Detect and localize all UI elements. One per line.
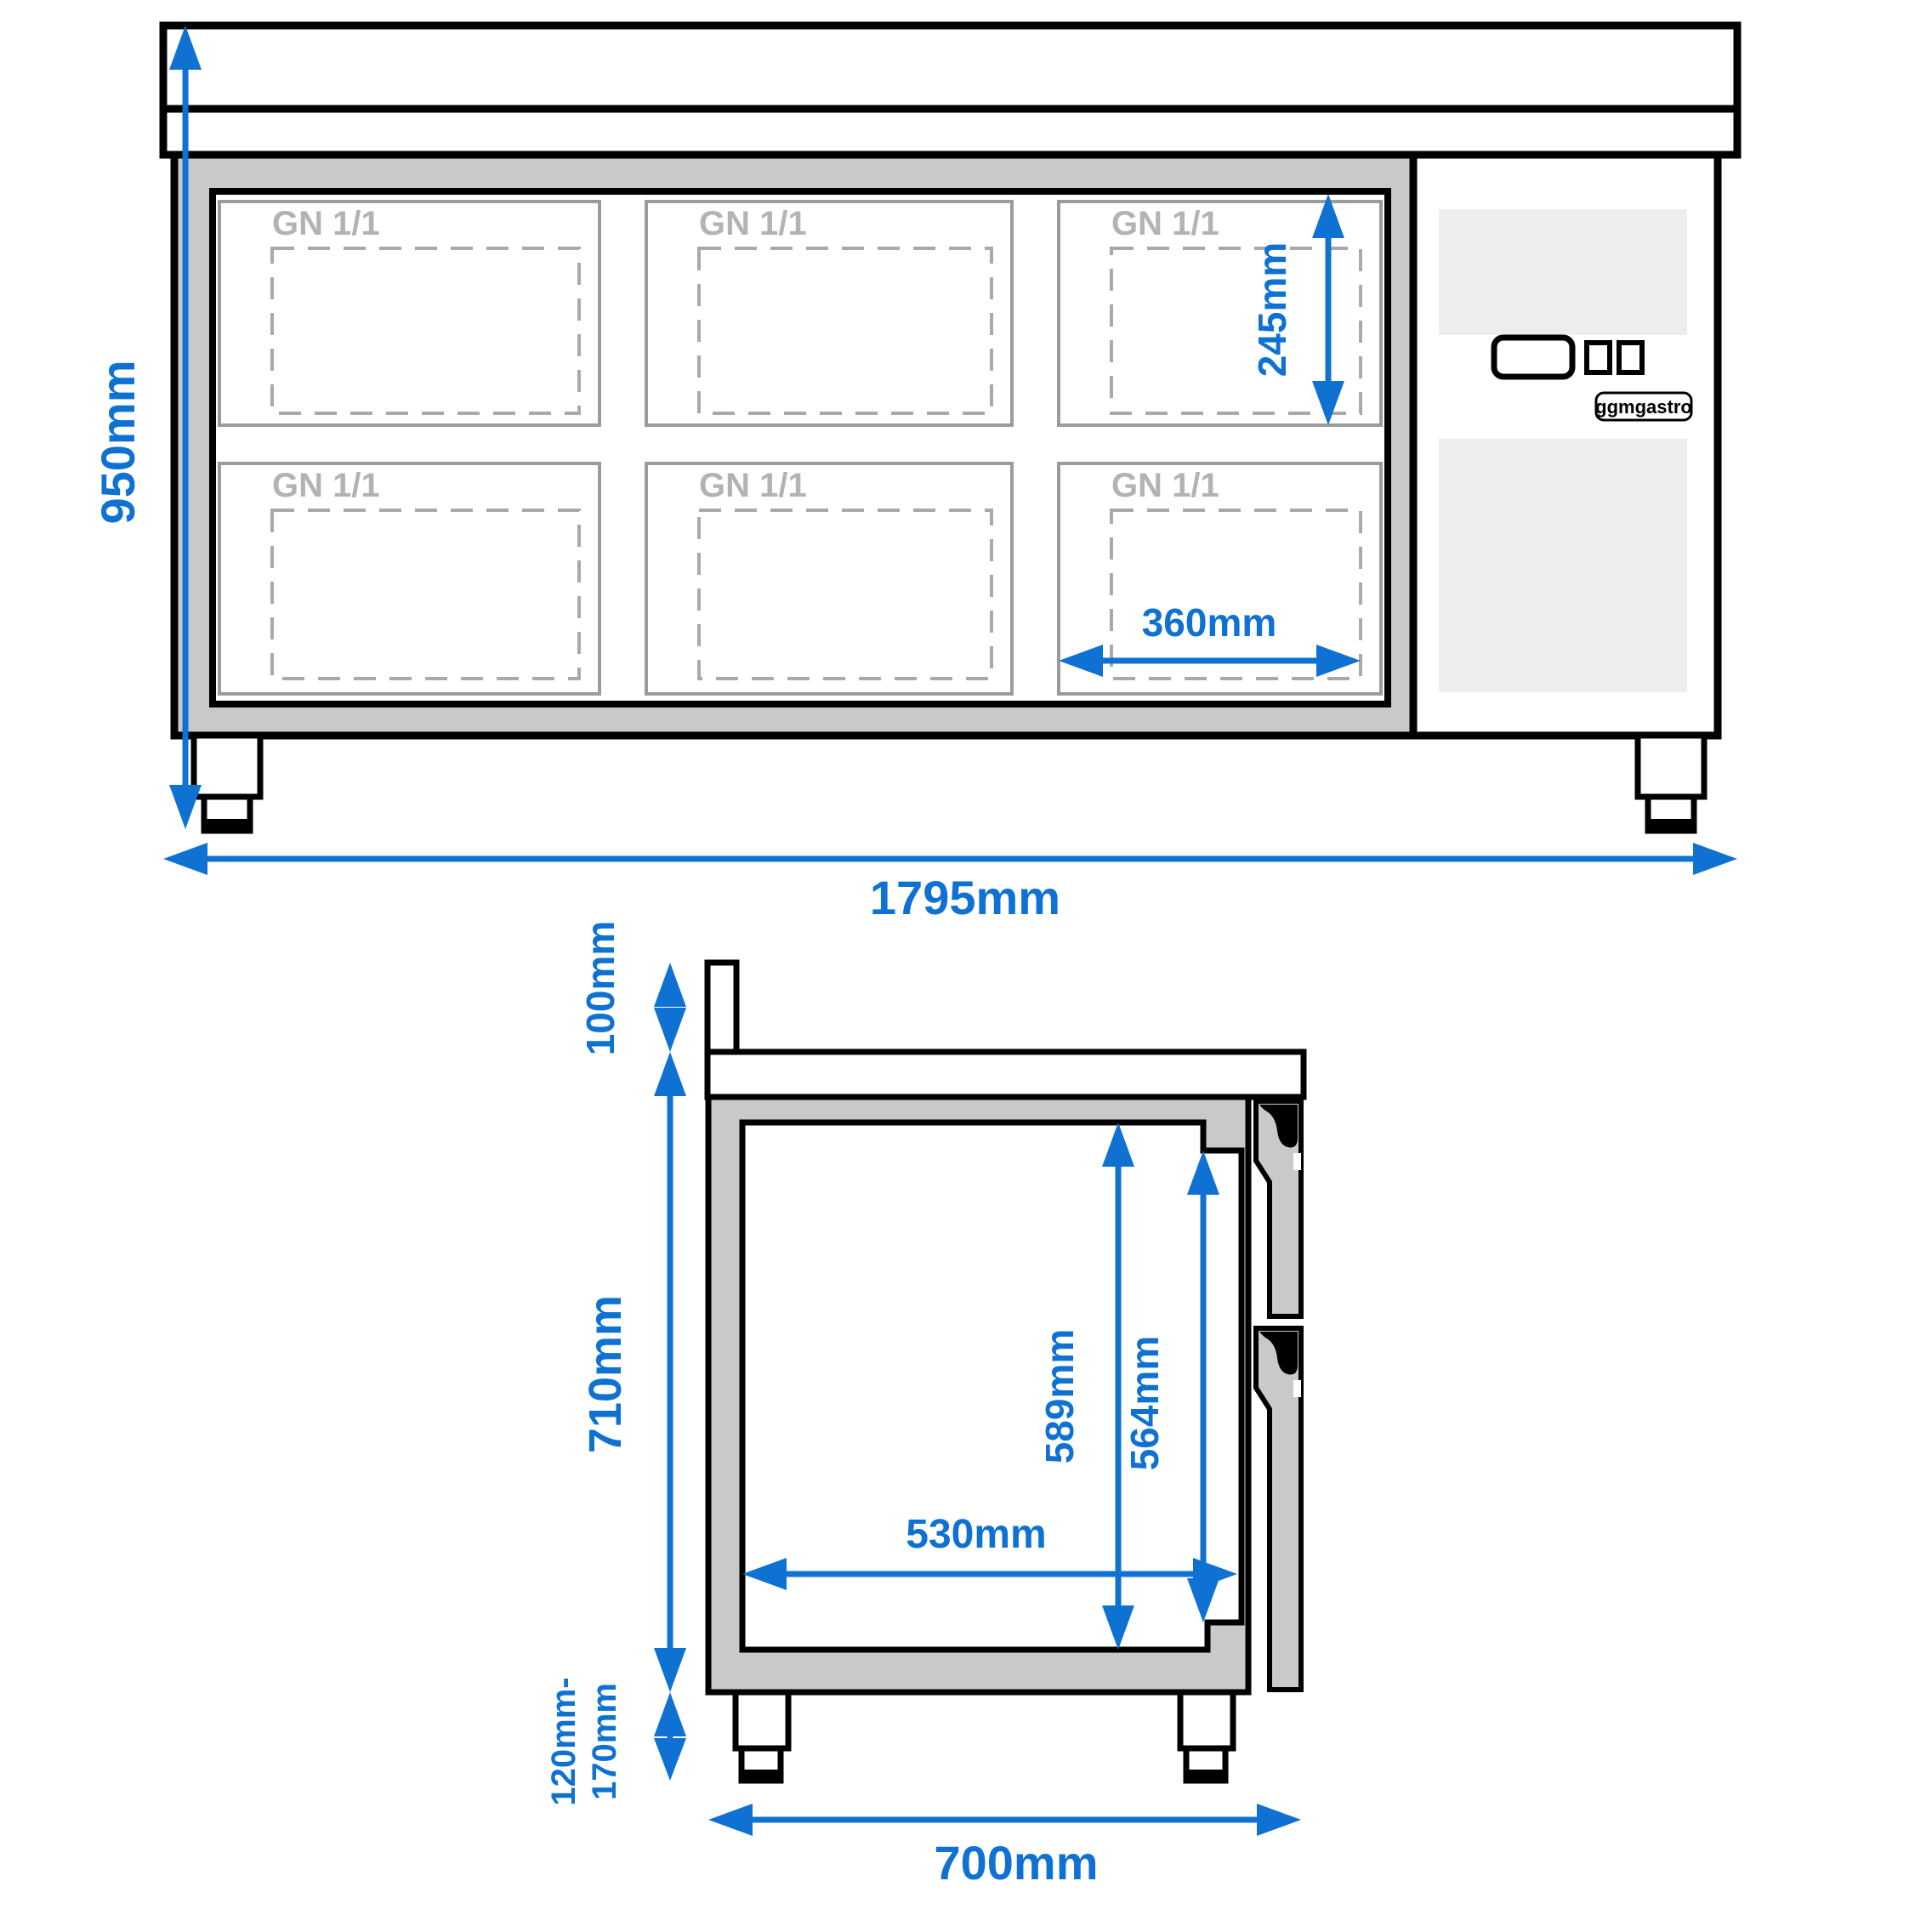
dim-interior-height-label: 589mm <box>1037 1329 1082 1464</box>
dim-pan-width-label: 360mm <box>1142 600 1277 645</box>
control-display <box>1491 334 1576 380</box>
dim-upstand-height: 100mm <box>578 921 686 1056</box>
dim-foot-height-label-2: 170mm <box>586 1683 623 1800</box>
door-top-left <box>218 200 601 427</box>
gn-pan-label: GN 1/1 <box>699 205 807 242</box>
side-drawer-front-bottom <box>1253 1326 1304 1692</box>
gn-pan-outline <box>697 509 993 680</box>
control-button-1 <box>1584 340 1612 375</box>
side-drawer-front-top <box>1253 1099 1304 1319</box>
dim-overall-width: 1795mm <box>163 843 1737 924</box>
front-worktop-edge <box>159 105 1742 159</box>
dim-door-inner-height: 564mm <box>1122 1151 1219 1622</box>
gn-pan-label: GN 1/1 <box>272 205 380 242</box>
gn-pan-outline <box>270 509 581 680</box>
front-foot-right <box>1634 732 1708 834</box>
gn-pan-label: GN 1/1 <box>699 467 807 504</box>
dim-body-height-label: 710mm <box>580 1295 631 1453</box>
dim-pan-depth-label: 245mm <box>1250 242 1294 378</box>
drawer-handle-recess <box>1259 1105 1298 1148</box>
dim-upstand-height-label: 100mm <box>578 921 622 1056</box>
compressor-vent-panel-bottom <box>1439 439 1687 692</box>
dim-overall-depth: 700mm <box>708 1804 1301 1889</box>
door-bottom-left <box>218 462 601 696</box>
gn-pan-label: GN 1/1 <box>1111 205 1219 242</box>
dim-overall-height: 950mm <box>91 26 202 829</box>
dim-door-inner-height-label: 564mm <box>1122 1336 1167 1471</box>
side-foot-right <box>1177 1689 1236 1784</box>
brand-badge <box>1594 391 1693 422</box>
dim-overall-width-label: 1795mm <box>870 871 1060 924</box>
gn-pan-outline <box>1110 247 1362 415</box>
dim-interior-depth-label: 530mm <box>906 1512 1046 1557</box>
gn-pan-outline <box>697 247 993 415</box>
side-upstand <box>704 959 740 1055</box>
dim-overall-depth-label: 700mm <box>934 1836 1098 1889</box>
side-view: 100mm 710mm 120mm- 170mm 700mm <box>545 921 1307 1889</box>
compressor-vent-panel-top <box>1439 209 1687 335</box>
gn-pan-label: GN 1/1 <box>1111 467 1219 504</box>
dim-interior-depth: 530mm <box>742 1512 1237 1590</box>
dim-body-height: 710mm <box>580 1052 686 1692</box>
front-worktop-upstand <box>159 21 1742 113</box>
dim-overall-height-label: 950mm <box>91 360 145 524</box>
front-view: GN 1/1 GN 1/1 GN 1/1 GN 1/1 GN 1/1 GN 1/… <box>91 21 1742 924</box>
side-foot-left <box>732 1689 792 1784</box>
control-button-2 <box>1617 340 1645 375</box>
drawer-handle-recess <box>1259 1332 1298 1375</box>
door-top-middle <box>645 200 1014 427</box>
gn-pan-outline <box>1110 509 1362 680</box>
gn-pan-outline <box>270 247 581 415</box>
dim-pan-depth: 245mm <box>1250 194 1344 425</box>
front-foot-left <box>190 732 264 834</box>
brand-logo-text: ggmgastro <box>1595 396 1692 418</box>
side-worktop <box>704 1048 1307 1100</box>
dim-foot-height: 120mm- 170mm <box>545 1677 686 1806</box>
gn-pan-label: GN 1/1 <box>272 467 380 504</box>
dim-foot-height-label-1: 120mm- <box>545 1677 582 1805</box>
door-bottom-middle <box>645 462 1014 696</box>
side-body-section <box>705 1094 1252 1696</box>
dim-pan-width: 360mm <box>1059 600 1361 677</box>
dim-interior-height: 589mm <box>1037 1122 1134 1650</box>
